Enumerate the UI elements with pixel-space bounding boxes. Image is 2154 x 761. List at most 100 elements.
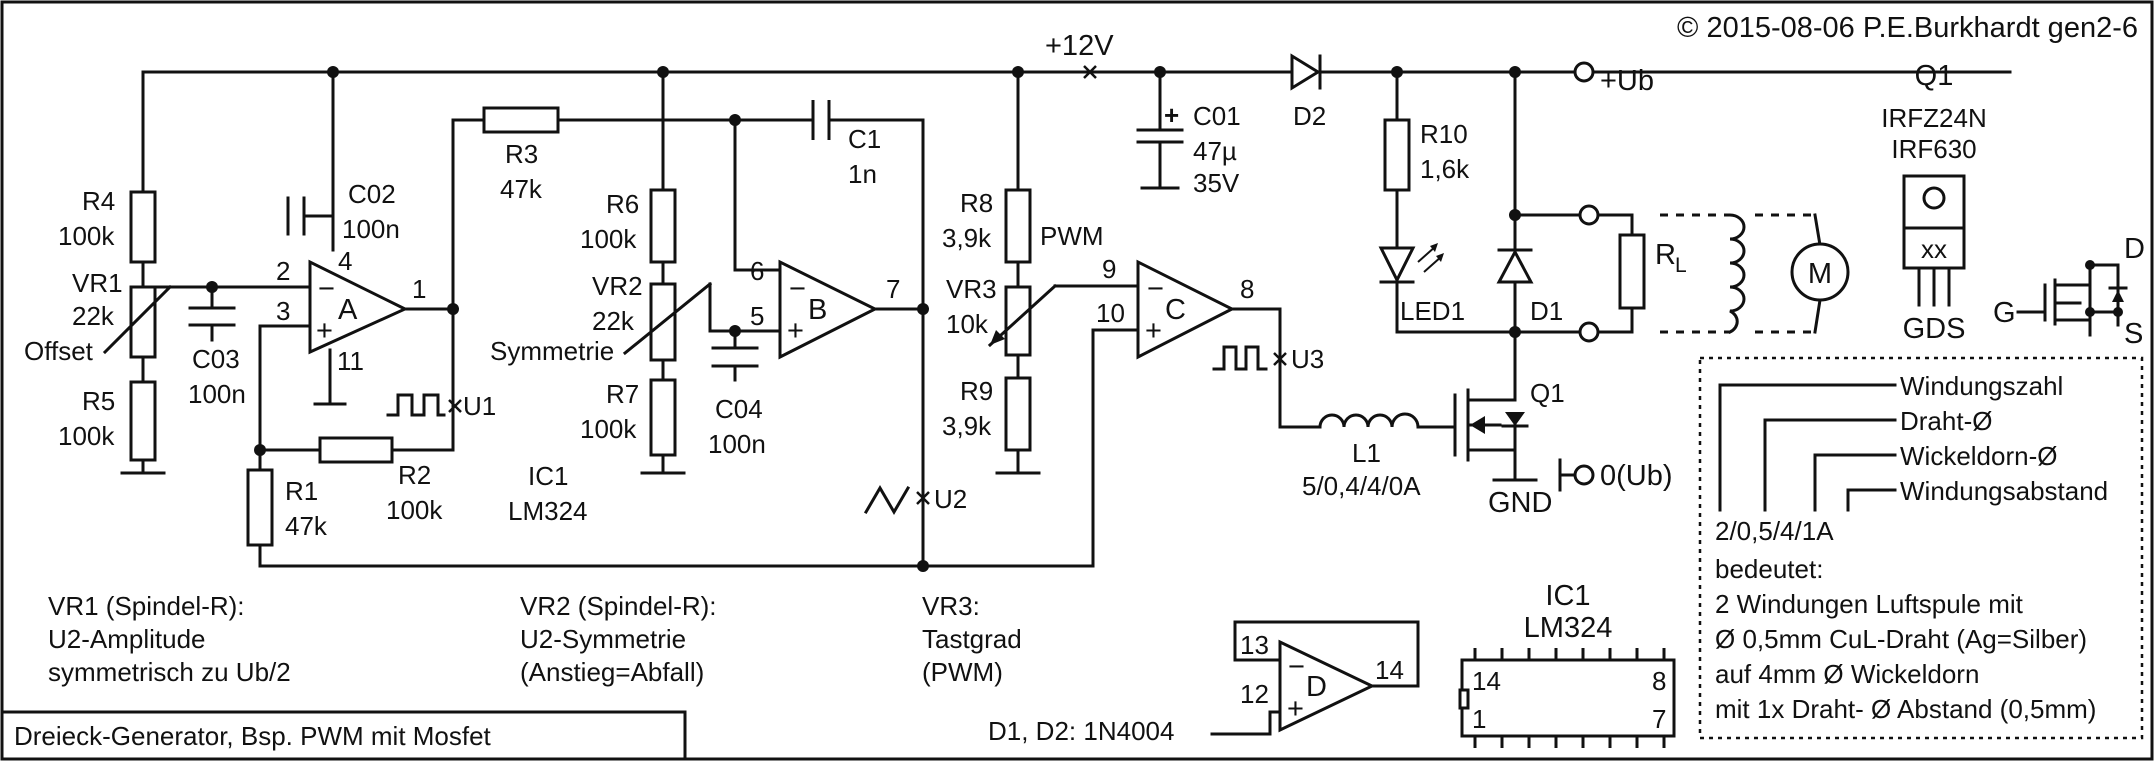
svg-text:11: 11: [337, 346, 364, 376]
svg-text:PWM: PWM: [1040, 221, 1104, 251]
svg-text:U2: U2: [934, 484, 967, 514]
svg-text:symmetrisch zu Ub/2: symmetrisch zu Ub/2: [48, 657, 291, 687]
opamp-a: − + A 2 3 4 11 1: [276, 246, 426, 376]
svg-text:14: 14: [1375, 655, 1404, 685]
svg-text:U1: U1: [463, 391, 496, 421]
svg-text:M: M: [1808, 258, 1832, 290]
terminal-0ub: [1573, 464, 1595, 486]
square-wave-u3: [1212, 345, 1268, 371]
capacitor-c02: [286, 196, 306, 236]
svg-text:S: S: [2124, 318, 2143, 350]
svg-text:−: −: [318, 273, 335, 305]
motor: M: [1790, 242, 1850, 302]
svg-text:IC1: IC1: [1545, 580, 1590, 612]
svg-text:+: +: [787, 315, 804, 347]
resistor-r2: [318, 436, 394, 464]
svg-text:R1: R1: [285, 476, 318, 506]
svg-text:IC1: IC1: [528, 461, 568, 491]
svg-text:B: B: [808, 294, 827, 326]
svg-text:C02: C02: [348, 179, 396, 209]
svg-text:Dreieck-Generator, Bsp. PWM mi: Dreieck-Generator, Bsp. PWM mit Mosfet: [14, 721, 492, 751]
svg-text:100k: 100k: [580, 414, 637, 444]
svg-text:VR2: VR2: [592, 271, 643, 301]
svg-text:VR3: VR3: [946, 274, 997, 304]
copyright: © 2015-08-06 P.E.Burkhardt gen2-6: [1677, 12, 2138, 44]
svg-text:8: 8: [1240, 274, 1254, 304]
svg-text:LED1: LED1: [1400, 296, 1465, 326]
svg-text:G: G: [1993, 297, 2016, 329]
svg-text:GND: GND: [1488, 487, 1552, 519]
inductor-l1: [1318, 412, 1420, 429]
legend-label-2: Draht-Ø: [1900, 406, 1992, 436]
svg-text:2: 2: [276, 256, 290, 286]
svg-text:L: L: [1675, 254, 1687, 277]
terminal-ub-plus: [1573, 61, 1595, 83]
resistor-r9: [1004, 376, 1032, 452]
svg-text:R9: R9: [960, 376, 993, 406]
mosfet-q1: [1453, 378, 1529, 462]
svg-text:−: −: [1288, 651, 1305, 683]
svg-text:22k: 22k: [592, 306, 635, 336]
resistor-r1: [246, 468, 274, 547]
capacitor-c01: +: [1136, 100, 1184, 144]
svg-text:R5: R5: [82, 386, 115, 416]
load-coil: [1660, 213, 1822, 334]
legend-meaning-1: bedeutet:: [1715, 554, 1823, 584]
svg-text:−: −: [1147, 273, 1164, 305]
legend-label-3: Wickeldorn-Ø: [1900, 441, 2057, 471]
svg-text:100k: 100k: [580, 224, 637, 254]
legend-meaning-3: Ø 0,5mm CuL-Draht (Ag=Silber): [1715, 624, 2087, 654]
svg-text:35V: 35V: [1193, 168, 1240, 198]
potentiometer-vr3: [1004, 285, 1032, 357]
svg-text:Q1: Q1: [1530, 378, 1565, 408]
ic-package: 14 8 1 7 IC1 LM324: [1458, 580, 1676, 748]
resistor-r3: [482, 106, 560, 134]
svg-text:D1: D1: [1530, 296, 1563, 326]
svg-text:13: 13: [1240, 630, 1269, 660]
svg-text:VR3:: VR3:: [922, 591, 980, 621]
svg-text:D2: D2: [1293, 101, 1326, 131]
svg-text:5/0,4/4/0A: 5/0,4/4/0A: [1302, 471, 1421, 501]
svg-text:R: R: [1655, 239, 1676, 271]
svg-text:GDS: GDS: [1903, 313, 1966, 345]
svg-text:47k: 47k: [500, 174, 543, 204]
svg-text:Symmetrie: Symmetrie: [490, 336, 614, 366]
mosfet-symbol: G D S: [1993, 233, 2145, 350]
svg-text:VR2 (Spindel-R):: VR2 (Spindel-R):: [520, 591, 717, 621]
svg-text:9: 9: [1102, 254, 1116, 284]
led1: [1378, 243, 1444, 284]
capacitor-c04: [711, 346, 759, 368]
svg-text:xx: xx: [1921, 234, 1947, 264]
svg-text:−: −: [789, 273, 806, 305]
svg-text:VR1 (Spindel-R):: VR1 (Spindel-R):: [48, 591, 245, 621]
svg-text:1n: 1n: [848, 159, 877, 189]
svg-text:100n: 100n: [708, 429, 766, 459]
svg-text:R7: R7: [606, 379, 639, 409]
resistor-rl: [1618, 233, 1646, 310]
svg-text:12: 12: [1240, 679, 1269, 709]
svg-text:22k: 22k: [72, 301, 115, 331]
svg-text:C03: C03: [192, 344, 240, 374]
svg-text:4: 4: [338, 246, 352, 276]
legend-example: 2/0,5/4/1A: [1715, 516, 1834, 546]
svg-text:VR1: VR1: [72, 268, 123, 298]
triangle-wave-u2: [863, 485, 911, 515]
svg-text:100k: 100k: [58, 221, 115, 251]
resistor-r6: [649, 188, 677, 264]
svg-text:+Ub: +Ub: [1600, 65, 1654, 97]
svg-text:(Anstieg=Abfall): (Anstieg=Abfall): [520, 657, 704, 687]
svg-text:R6: R6: [606, 189, 639, 219]
svg-text:7: 7: [886, 274, 900, 304]
svg-text:47µ: 47µ: [1193, 136, 1237, 166]
svg-text:R10: R10: [1420, 119, 1468, 149]
component-labels: +12V +Ub 0(Ub) GND R4 100k VR1 22k Offse…: [24, 30, 1987, 746]
svg-text:+12V: +12V: [1045, 30, 1114, 62]
svg-text:7: 7: [1652, 704, 1666, 734]
svg-text:R4: R4: [82, 186, 115, 216]
svg-text:R2: R2: [398, 460, 431, 490]
junctions: [206, 66, 1521, 572]
terminal-out2: [1578, 321, 1600, 343]
svg-text:(PWM): (PWM): [922, 657, 1003, 687]
opamp-b: − + B 6 5 7: [750, 256, 900, 360]
